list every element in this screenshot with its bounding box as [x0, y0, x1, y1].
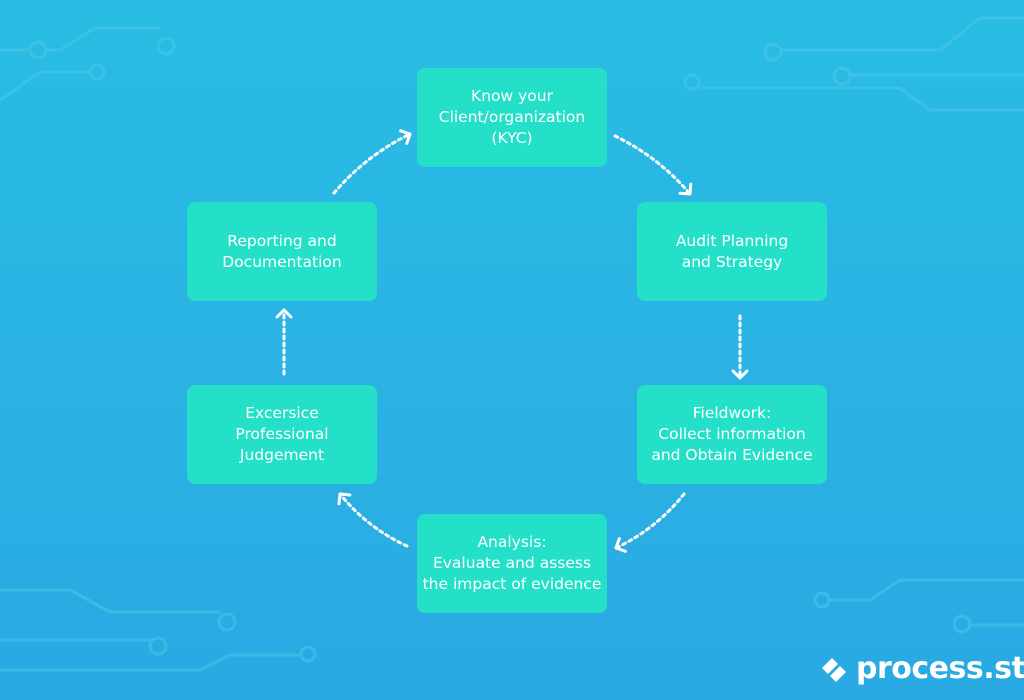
node-fieldwork-line-1: Fieldwork:	[692, 404, 772, 422]
arrowhead-planning-fieldwork	[731, 369, 749, 380]
node-kyc-line-2: Client/organization	[438, 108, 586, 126]
node-judgement-line-3: Judgement	[239, 446, 325, 464]
node-reporting-line-1: Reporting and	[227, 231, 337, 250]
node-judgement-line-1: Excersice	[245, 404, 319, 422]
node-analysis: Analysis: Evaluate and assess the impact…	[417, 514, 607, 613]
node-analysis-line-3: the impact of evidence	[422, 575, 602, 593]
node-audit-planning-line-1: Audit Planning	[675, 231, 789, 250]
node-fieldwork: Fieldwork: Collect information and Obtai…	[637, 385, 827, 484]
node-analysis-line-1: Analysis:	[477, 533, 547, 551]
arrow-fieldwork-analysis	[614, 492, 686, 550]
arrowhead-reporting-kyc	[399, 129, 412, 145]
node-judgement-line-2: Professional	[235, 425, 329, 443]
arrow-analysis-judgement	[338, 492, 409, 548]
process-st-logo-icon	[822, 658, 846, 682]
node-reporting-line-2: Documentation	[222, 252, 342, 271]
node-fieldwork-line-3: and Obtain Evidence	[651, 446, 813, 464]
node-analysis-line-2: Evaluate and assess	[432, 554, 592, 572]
node-fieldwork-line-2: Collect information	[658, 425, 806, 443]
arrowhead-kyc-planning	[678, 182, 693, 196]
node-audit-planning-line-2: and Strategy	[681, 252, 783, 271]
node-kyc: Know your Client/organization (KYC)	[417, 68, 607, 167]
node-reporting: Reporting and Documentation	[187, 202, 377, 301]
node-kyc-line-1: Know your	[471, 87, 553, 105]
arrowhead-judgement-reporting	[275, 308, 293, 319]
brand-name: process.st	[856, 650, 1024, 686]
node-judgement: Excersice Professional Judgement	[187, 385, 377, 484]
arrowhead-analysis-judgement	[337, 492, 352, 506]
arrow-reporting-kyc	[332, 132, 412, 195]
node-audit-planning: Audit Planning and Strategy	[637, 202, 827, 301]
brand-logo: process.st	[818, 648, 1024, 688]
arrowhead-fieldwork-analysis	[614, 537, 627, 553]
arrow-kyc-planning	[613, 134, 692, 196]
node-kyc-line-3: (KYC)	[491, 129, 533, 147]
